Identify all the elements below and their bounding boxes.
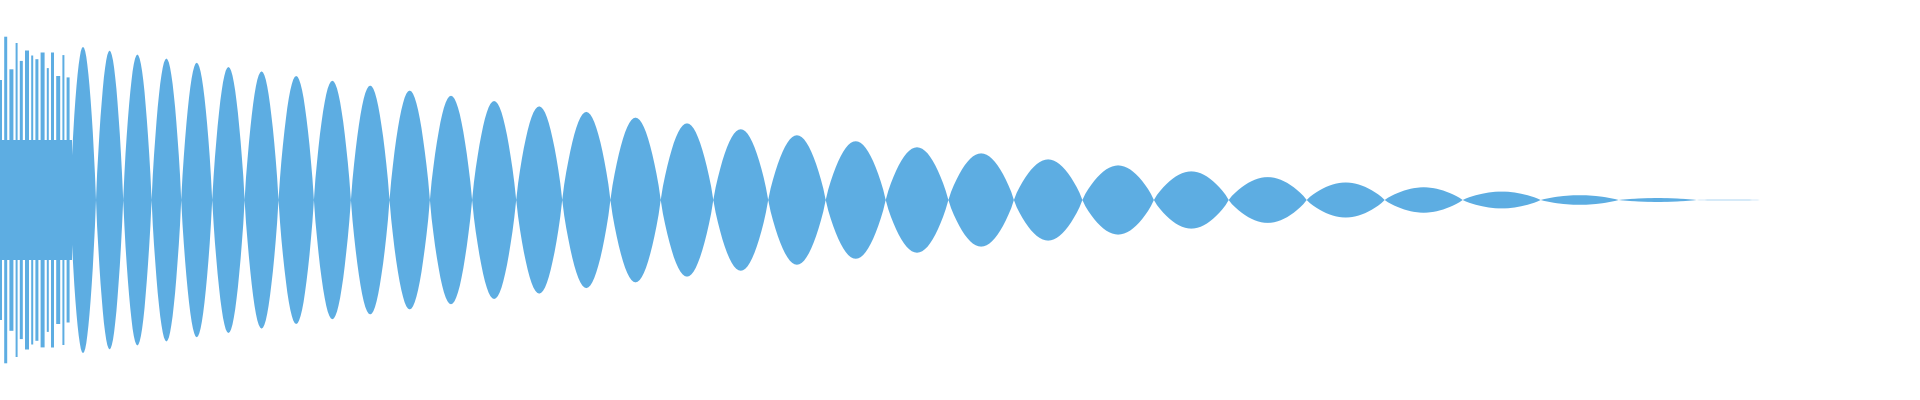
waveform-transients	[0, 36, 72, 364]
transient-band	[0, 140, 72, 260]
waveform-shape	[70, 46, 1760, 354]
